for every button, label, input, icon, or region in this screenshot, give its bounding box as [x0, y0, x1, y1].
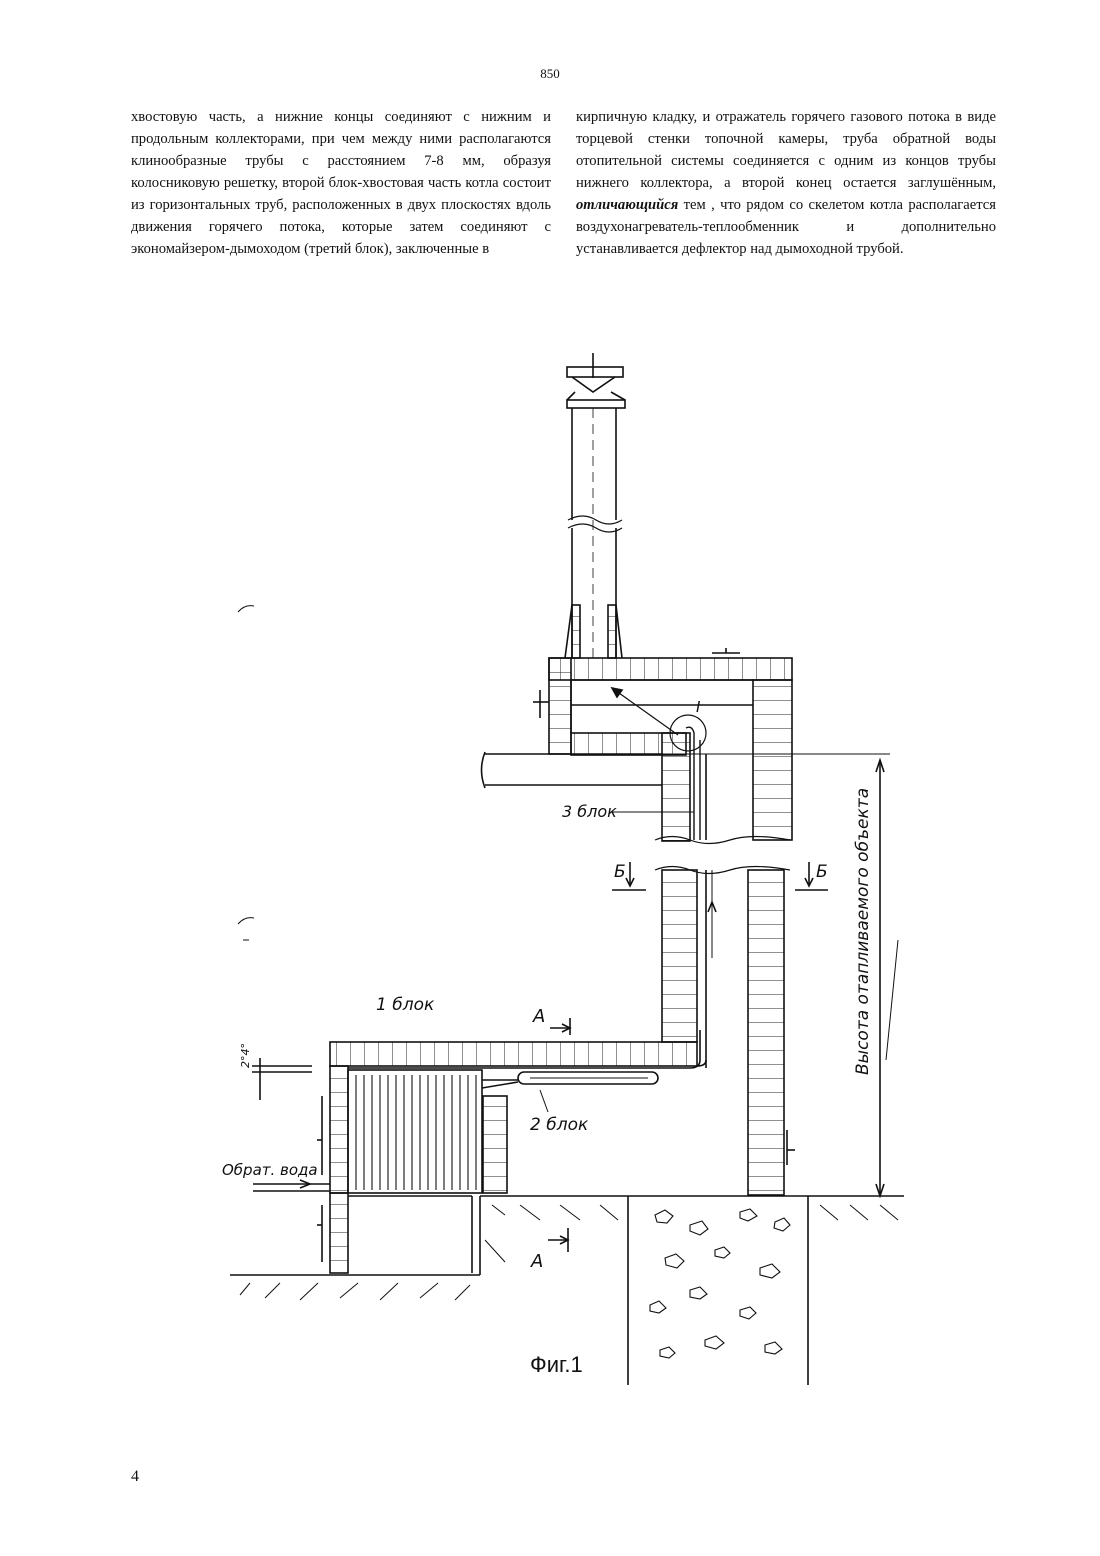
chimney-pipe	[565, 408, 622, 660]
block3-label: 3 блок	[562, 802, 617, 821]
angle-indicator	[252, 1058, 312, 1100]
block1-label: 1 блок	[376, 995, 435, 1015]
return-water-pipe	[253, 1180, 330, 1191]
angle-label: 2°4°	[239, 1043, 252, 1068]
foundation	[628, 1196, 808, 1385]
fire-grate	[317, 1066, 518, 1193]
ash-pit	[317, 1193, 472, 1273]
block1-flue	[330, 1018, 706, 1068]
height-label: Высота отапливаемого объекта	[853, 788, 873, 1075]
detail-marker-label: I	[696, 698, 701, 716]
section-b-left-label: Б	[614, 862, 626, 882]
block2-label: 2 блок	[530, 1115, 589, 1135]
height-dimension	[876, 760, 898, 1196]
section-a-marks	[548, 1228, 568, 1252]
block2-tubes	[518, 1072, 658, 1112]
detail-marker-1	[612, 688, 706, 840]
return-water-label: Обрат. вода	[222, 1161, 318, 1179]
chimney-deflector	[567, 353, 625, 408]
section-b-marks	[612, 862, 828, 890]
figure-caption: Фиг.1	[530, 1352, 583, 1377]
section-a-bottom-label: А	[530, 1251, 543, 1272]
section-b-right-label: Б	[816, 862, 828, 882]
riser-shaft	[662, 870, 795, 1195]
section-a-top-label: А	[532, 1006, 545, 1027]
page-number-bottom: 4	[131, 1468, 139, 1486]
